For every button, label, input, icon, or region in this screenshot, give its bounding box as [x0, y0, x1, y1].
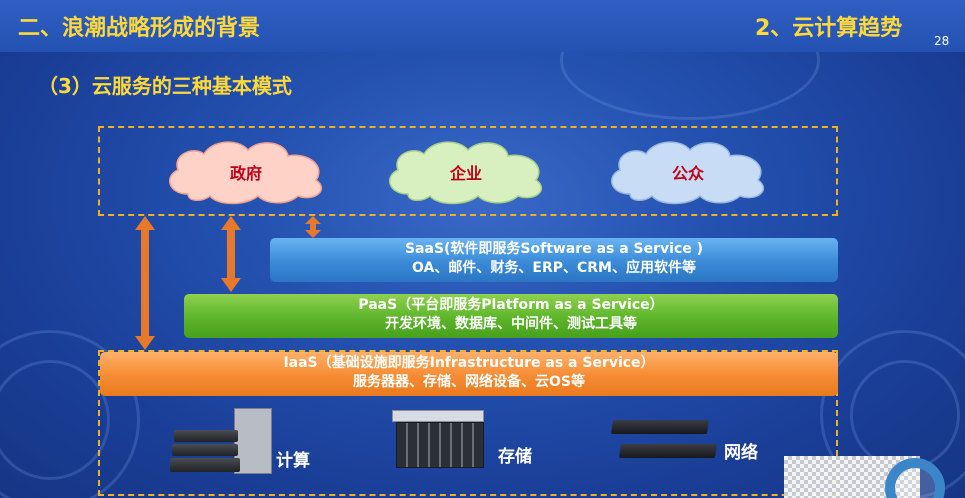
saas-title: SaaS(软件即服务Software as a Service ) — [404, 241, 704, 257]
cloud-government: 政府 — [158, 136, 334, 206]
background-swirl — [0, 360, 110, 480]
saas-layer: SaaS(软件即服务Software as a Service ) OA、邮件、… — [270, 238, 838, 282]
iaas-examples: 服务器器、存储、网络设备、云OS等 — [353, 374, 585, 390]
paas-examples: 开发环境、数据库、中间件、测试工具等 — [385, 316, 637, 332]
switch-unit — [619, 444, 717, 458]
double-arrow-paas-icon — [221, 216, 241, 292]
users-dashed-box — [98, 126, 838, 216]
storage-top — [392, 410, 484, 422]
cloud-public: 公众 — [600, 136, 776, 206]
cloud-icon — [610, 141, 765, 205]
cloud-enterprise: 企业 — [378, 136, 554, 206]
cloud-label: 公众 — [671, 164, 704, 183]
header-right-title: 2、云计算趋势 — [755, 16, 903, 41]
storage-body — [396, 422, 484, 468]
storage-label: 存储 — [498, 447, 532, 467]
iaas-layer: IaaS（基础设施即服务Infrastructure as a Service）… — [100, 352, 838, 396]
double-arrow-iaas-icon — [135, 216, 155, 350]
background-swirl — [0, 330, 140, 498]
server-unit — [172, 444, 238, 456]
background-swirl — [850, 360, 960, 470]
cloud-label: 政府 — [229, 164, 262, 183]
network-switch-image — [611, 420, 717, 464]
paas-title: PaaS（平台即服务Platform as a Service） — [358, 297, 664, 313]
cloud-icon — [168, 141, 323, 205]
network-label: 网络 — [724, 443, 758, 463]
double-arrow-saas-icon — [305, 216, 321, 238]
infrastructure-dashed-box — [98, 350, 838, 496]
compute-servers-image — [170, 408, 274, 476]
switch-unit — [611, 420, 709, 434]
server-unit — [174, 430, 238, 442]
header-left-title: 二、浪潮战略形成的背景 — [18, 16, 261, 41]
storage-array-image — [392, 410, 488, 470]
page-number: 28 — [934, 34, 950, 48]
cloud-label: 企业 — [449, 164, 482, 183]
header-bar: 二、浪潮战略形成的背景 2、云计算趋势 28 — [0, 0, 965, 52]
paas-layer: PaaS（平台即服务Platform as a Service） 开发环境、数据… — [184, 294, 838, 338]
cloud-icon — [388, 141, 543, 205]
server-rack — [234, 408, 272, 474]
iaas-title: IaaS（基础设施即服务Infrastructure as a Service） — [283, 355, 655, 371]
compute-label: 计算 — [276, 451, 310, 471]
ring-logo-icon — [885, 458, 945, 498]
saas-examples: OA、邮件、财务、ERP、CRM、应用软件等 — [412, 260, 696, 276]
server-unit — [170, 458, 240, 472]
section-title: （3）云服务的三种基本模式 — [38, 74, 292, 98]
